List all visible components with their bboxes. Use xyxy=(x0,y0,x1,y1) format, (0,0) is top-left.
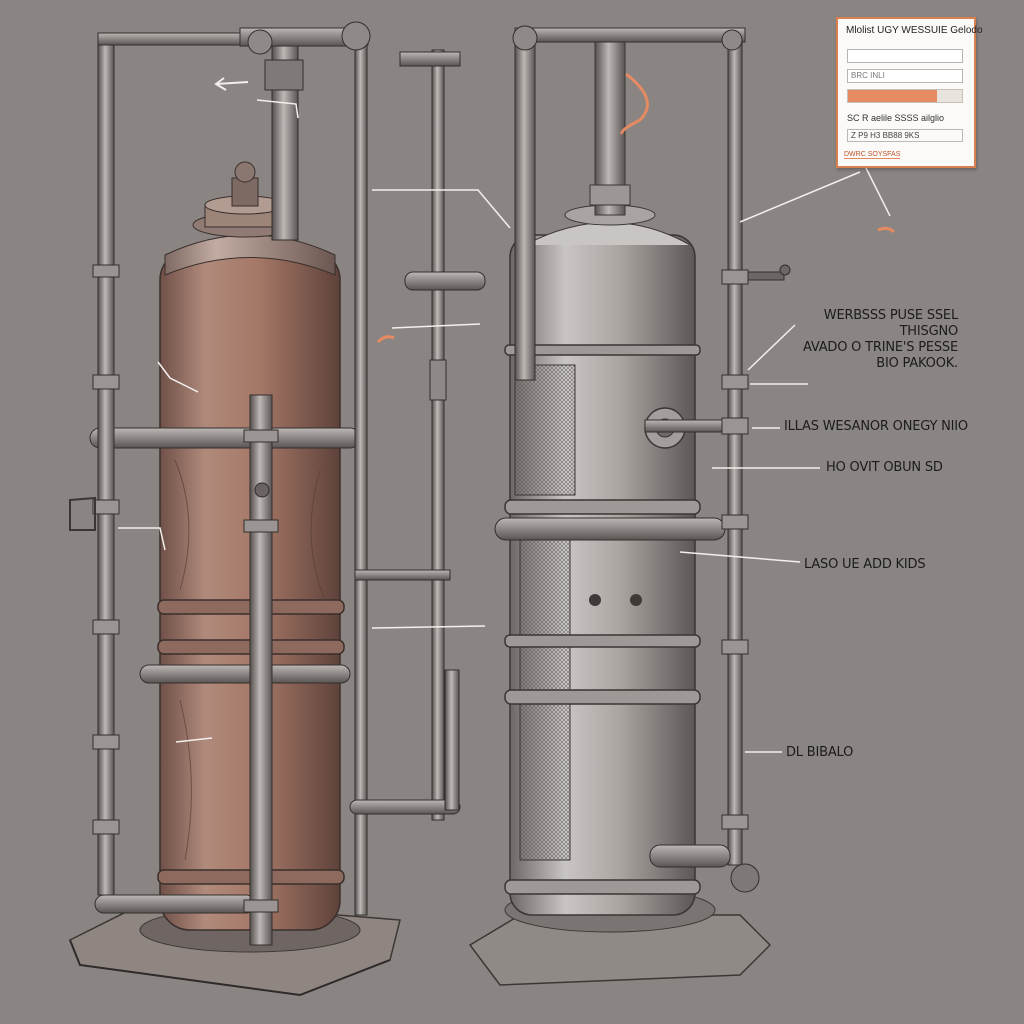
label-tank-spec: WERBSSS PUSE SSEL THISGNO AVADO O TRINE'… xyxy=(790,308,958,372)
panel-action-button[interactable]: DWRC SOYSFAS xyxy=(844,151,901,159)
panel-title: Mlolist UGY WESSUIE Gelodo xyxy=(846,25,983,36)
label-base: DL BIBALO xyxy=(786,745,854,760)
callout-lines xyxy=(118,99,891,753)
info-panel: Mlolist UGY WESSUIE Gelodo BRC INLI SC R… xyxy=(836,17,983,168)
label-valve: ILLAS WESANOR ONEGY NIIO xyxy=(784,419,968,434)
heat-flow-indicator xyxy=(376,72,896,344)
panel-field-2[interactable]: BRC INLI xyxy=(847,69,963,83)
label-flow: HO OVIT OBUN SD xyxy=(826,460,943,475)
panel-field-1[interactable] xyxy=(847,49,963,63)
left-boiler xyxy=(69,21,401,997)
label-jacket: LASO UE ADD KIDS xyxy=(804,557,926,572)
panel-row2-field[interactable]: Z P9 H3 BB88 9KS xyxy=(847,129,963,142)
label-tank-spec-line1: WERBSSS PUSE SSEL THISGNO xyxy=(823,308,958,339)
valve-handle-icon xyxy=(747,264,791,281)
label-tank-spec-line2: AVADO O TRINE'S PESSE xyxy=(802,340,958,355)
right-boiler xyxy=(468,25,791,986)
middle-piping xyxy=(349,49,486,821)
label-tank-spec-line3: BIO PAKOOK. xyxy=(876,356,958,371)
panel-progress-bar xyxy=(847,89,963,103)
arrow-left-icon xyxy=(214,77,249,91)
panel-progress-fill xyxy=(848,90,937,102)
panel-row-text: SC R aelile SSSS ailglio xyxy=(847,113,945,123)
